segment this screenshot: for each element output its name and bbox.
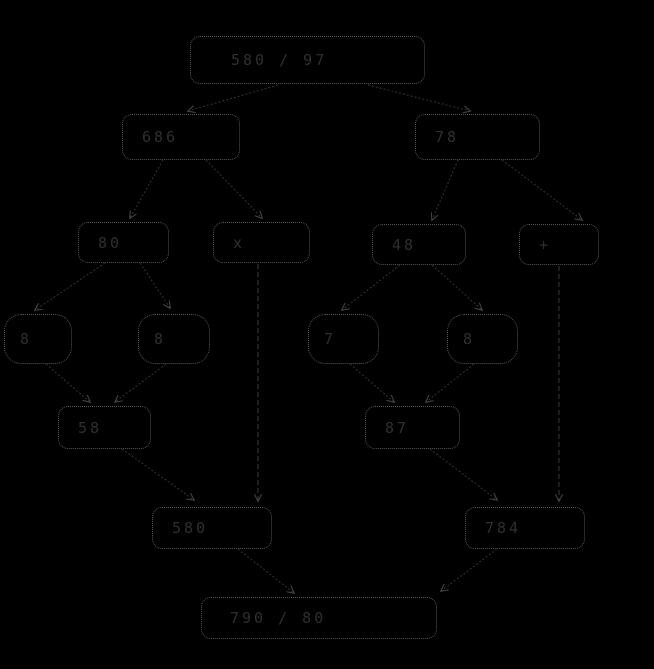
leaf-a-label: 8	[20, 330, 33, 348]
final-node: 790 / 80	[201, 597, 437, 639]
edge-root-to-left	[188, 84, 279, 111]
edge-operandleft-to-leaf-a	[35, 262, 106, 310]
operator-right-node: +	[519, 224, 599, 265]
edge-operandright-to-leaf-d	[431, 264, 482, 310]
edge-combined-left-to-final	[237, 548, 294, 593]
combined-right-node: 784	[465, 507, 585, 549]
edge-leaf-c-to-result-right	[349, 363, 394, 402]
leaf-a-node: 8	[4, 314, 72, 364]
combined-left-node: 580	[152, 507, 272, 549]
leaf-c-label: 7	[324, 330, 337, 348]
leaf-c-node: 7	[308, 314, 379, 364]
leaf-d-label: 8	[463, 330, 476, 348]
edge-combined-right-to-final	[441, 548, 498, 591]
edge-leaf-a-to-result-left	[45, 363, 90, 402]
operator-left-node: x	[213, 222, 310, 263]
edge-result-right-to-combined-right	[429, 448, 497, 500]
edge-l2right-to-operand	[432, 159, 459, 220]
edge-operandright-to-leaf-c	[342, 264, 401, 310]
edge-l2left-to-operand	[130, 159, 164, 218]
result-left-label: 58	[78, 418, 103, 437]
edge-leaf-d-to-result-right	[426, 363, 475, 402]
level2-right-node: 78	[415, 114, 540, 160]
leaf-d-node: 8	[447, 314, 518, 364]
operator-left-label: x	[233, 233, 246, 252]
edge-result-left-to-combined-left	[121, 448, 194, 500]
result-right-node: 87	[365, 406, 460, 449]
leaf-b-label: 8	[154, 330, 167, 348]
combined-right-label: 784	[485, 519, 522, 537]
result-right-label: 87	[385, 418, 410, 437]
edge-root-to-right	[367, 84, 470, 111]
level2-left-label: 686	[142, 128, 179, 146]
operand-right-label: 48	[392, 235, 417, 254]
edge-leaf-b-to-result-left	[115, 363, 167, 402]
result-left-node: 58	[58, 406, 151, 449]
operand-left-node: 80	[78, 222, 169, 263]
operand-left-label: 80	[98, 233, 123, 252]
level2-left-node: 686	[122, 114, 240, 160]
edge-l2left-to-operator	[205, 159, 262, 218]
edge-operandleft-to-leaf-b	[139, 262, 170, 308]
combined-left-label: 580	[172, 519, 209, 537]
final-label: 790 / 80	[230, 609, 327, 627]
root-label: 580 / 97	[231, 51, 328, 69]
operand-right-node: 48	[372, 224, 466, 265]
operator-right-label: +	[539, 235, 552, 254]
leaf-b-node: 8	[138, 314, 210, 364]
root-node: 580 / 97	[190, 36, 425, 84]
edge-l2right-to-operator	[501, 159, 582, 220]
level2-right-label: 78	[435, 128, 460, 146]
